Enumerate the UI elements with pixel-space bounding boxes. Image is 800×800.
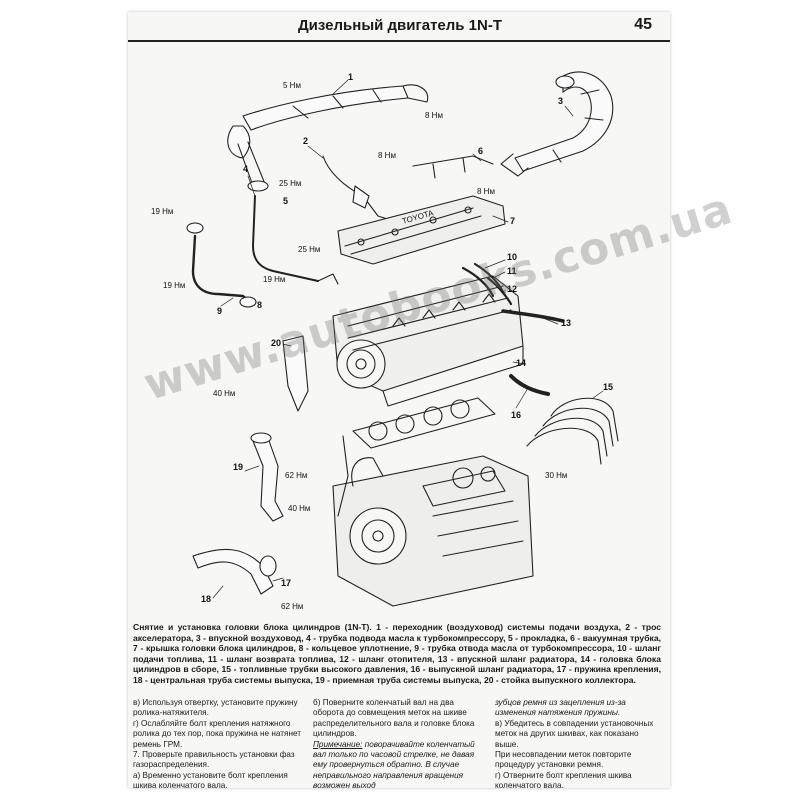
radiator-outlet-hose	[509, 374, 550, 396]
cylinder-head-assembly	[332, 275, 524, 407]
torque-label: 5 Нм	[283, 81, 301, 90]
callout-15: 15	[603, 382, 613, 392]
body-text: в) Используя отвертку, установите пружин…	[133, 698, 665, 790]
engine-block	[332, 455, 534, 607]
figure-caption: Снятие и установка головки блока цилиндр…	[133, 622, 661, 685]
paragraph: При несовпадении меток повторите процеду…	[495, 750, 632, 770]
note-label: Примечание:	[313, 739, 363, 749]
fuel-pipes	[526, 397, 619, 465]
callout-10: 10	[507, 252, 517, 262]
page-title: Дизельный двигатель 1N-T	[298, 17, 503, 34]
callout-6: 6	[478, 146, 483, 156]
oil-feed-pipe	[252, 195, 319, 282]
vacuum-pipe	[412, 155, 494, 179]
accelerator-cable	[322, 155, 404, 225]
callout-11: 11	[507, 266, 517, 276]
callout-14: 14	[516, 358, 526, 368]
callout-8: 8	[257, 300, 262, 310]
manual-page: Дизельный двигатель 1N-T 45	[128, 12, 738, 790]
callout-16: 16	[511, 410, 521, 420]
callout-9: 9	[217, 306, 222, 316]
callout-19: 19	[233, 462, 243, 472]
callout-20: 20	[271, 338, 281, 348]
page-number: 45	[634, 16, 652, 33]
text-column-1: в) Используя отвертку, установите пружин…	[133, 698, 301, 792]
paragraph: 7. Проверьте правильность установки фаз …	[133, 750, 295, 770]
callout-18: 18	[201, 594, 211, 604]
page-header: Дизельный двигатель 1N-T 45	[128, 12, 670, 42]
callout-3: 3	[558, 96, 563, 106]
callout-12: 12	[507, 284, 517, 294]
torque-label: 40 Нм	[213, 389, 235, 398]
head-gasket	[352, 397, 496, 449]
callout-1: 1	[348, 72, 353, 82]
paragraph: зубцов ремня из зацепления из-за изменен…	[495, 698, 626, 718]
torque-label: 62 Нм	[281, 602, 303, 611]
torque-label: 25 Нм	[298, 245, 320, 254]
callout-17: 17	[281, 578, 291, 588]
torque-label: 19 Нм	[163, 281, 185, 290]
paragraph: в) Используя отвертку, установите пружин…	[133, 698, 298, 718]
torque-label: 19 Нм	[151, 207, 173, 216]
torque-label: 8 Нм	[378, 151, 396, 160]
paragraph: а) Временно установите болт крепления шк…	[133, 770, 288, 791]
torque-label: 30 Нм	[545, 471, 567, 480]
torque-label: 25 Нм	[279, 179, 301, 188]
text-column-2: б) Поверните коленчатый вал на два оборо…	[313, 698, 481, 792]
callout-2: 2	[303, 136, 308, 146]
intake-duct-part	[500, 71, 614, 177]
callout-7: 7	[510, 216, 515, 226]
note-paragraph: Примечание: поворачивайте коленчатый вал…	[313, 740, 481, 792]
note-text: поворачивайте коленчатый вал только по ч…	[313, 739, 475, 791]
callout-13: 13	[561, 318, 571, 328]
paragraph: в) Убедитесь в совпадении установочных м…	[495, 718, 654, 749]
air-duct-part	[227, 84, 429, 192]
exhaust-center-pipe	[192, 548, 274, 595]
torque-label: 8 Нм	[477, 187, 495, 196]
text-column-3: зубцов ремня из зацепления из-за изменен…	[495, 698, 663, 792]
callout-5: 5	[283, 196, 288, 206]
torque-label: 62 Нм	[285, 471, 307, 480]
paragraph: б) Поверните коленчатый вал на два оборо…	[313, 698, 475, 739]
paragraph: г) Ослабляйте болт крепления натяжного р…	[133, 718, 302, 749]
oil-return-pipe	[191, 234, 255, 306]
torque-label: 8 Нм	[425, 111, 443, 120]
paragraph: г) Отверните болт крепления шкива коленч…	[495, 770, 632, 791]
radiator-inlet-hose	[501, 309, 565, 323]
callout-4: 4	[243, 164, 248, 174]
manifold-stay	[282, 335, 309, 412]
exhaust-front-pipe	[252, 437, 284, 522]
torque-label: 19 Нм	[263, 275, 285, 284]
cylinder-head-cover: TOYOTA	[337, 195, 506, 265]
engine-exploded-diagram: TOYOTA	[151, 71, 619, 611]
torque-label: 40 Нм	[288, 504, 310, 513]
